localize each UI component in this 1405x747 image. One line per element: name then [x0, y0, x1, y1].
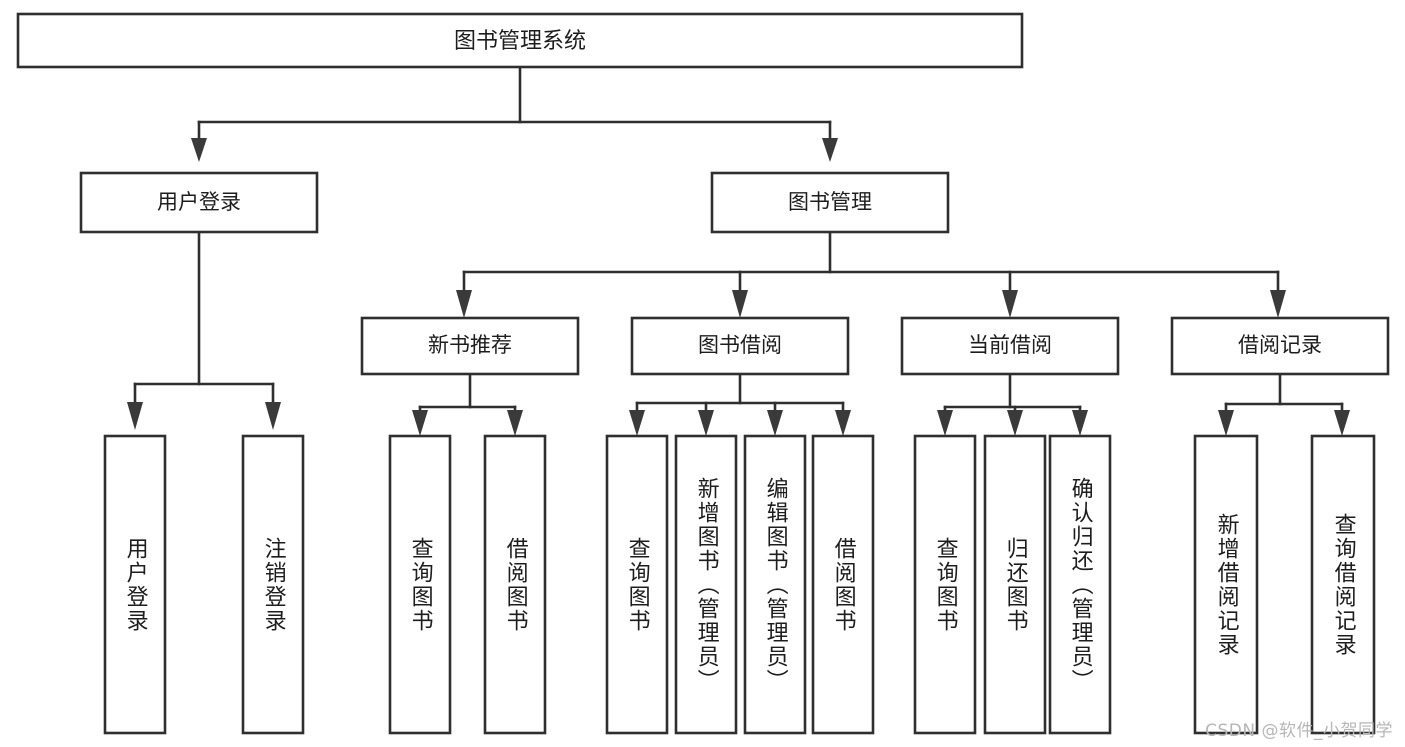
- arrow-head-icon: [732, 290, 748, 318]
- node-label-current-borrow: 当前借阅: [968, 333, 1052, 357]
- arrow-head-icon: [412, 410, 428, 436]
- node-box[interactable]: [710, 171, 950, 234]
- node-box[interactable]: [79, 171, 319, 234]
- leaf-label: 注销登录: [260, 536, 286, 633]
- leaf-new-book-borrow[interactable]: 借阅图书: [483, 434, 547, 735]
- leaf-label: 借阅图书: [502, 536, 528, 633]
- leaf-box[interactable]: [241, 434, 305, 735]
- leaf-book-borrow-query[interactable]: 查询图书: [605, 434, 669, 735]
- arrow-head-icon: [698, 410, 714, 436]
- arrow-head-icon: [456, 290, 472, 318]
- node-user-login[interactable]: 用户登录: [79, 171, 319, 234]
- leaf-book-borrow-edit[interactable]: 编辑图书（管理员）: [743, 434, 807, 735]
- arrow-head-icon: [507, 410, 523, 436]
- node-book-borrow[interactable]: 图书借阅: [630, 316, 850, 376]
- edge-layer: [127, 65, 1350, 436]
- arrow-head-icon: [822, 138, 838, 162]
- leaf-current-borrow-return[interactable]: 归还图书: [983, 434, 1047, 735]
- node-label-borrow-record: 借阅记录: [1238, 333, 1322, 357]
- leaf-box[interactable]: [983, 434, 1047, 735]
- arrow-head-icon: [1072, 410, 1088, 436]
- node-root-system[interactable]: 图书管理系统: [16, 12, 1024, 69]
- leaf-box[interactable]: [605, 434, 669, 735]
- leaf-box[interactable]: [1310, 434, 1376, 735]
- leaf-box[interactable]: [913, 434, 977, 735]
- leaf-box[interactable]: [388, 434, 452, 735]
- node-box[interactable]: [360, 316, 580, 376]
- arrow-head-icon: [265, 402, 281, 430]
- leaf-borrow-record-add[interactable]: 新增借阅记录: [1193, 434, 1259, 735]
- leaf-new-book-query[interactable]: 查询图书: [388, 434, 452, 735]
- arrow-head-icon: [1007, 410, 1023, 436]
- leaf-label: 归还图书: [1002, 536, 1028, 633]
- node-label-new-book-recommend: 新书推荐: [428, 333, 512, 357]
- node-label-book-management: 图书管理: [788, 190, 872, 214]
- leaf-label: 用户登录: [122, 536, 148, 633]
- node-borrow-record[interactable]: 借阅记录: [1170, 316, 1390, 376]
- leaf-box[interactable]: [1048, 434, 1112, 735]
- node-book-management[interactable]: 图书管理: [710, 171, 950, 234]
- node-new-book-recommend[interactable]: 新书推荐: [360, 316, 580, 376]
- node-current-borrow[interactable]: 当前借阅: [900, 316, 1120, 376]
- leaf-box[interactable]: [743, 434, 807, 735]
- node-box[interactable]: [900, 316, 1120, 376]
- node-label-book-borrow: 图书借阅: [698, 333, 782, 357]
- arrow-head-icon: [767, 410, 783, 436]
- leaf-label: 新增图书（管理员）: [693, 476, 719, 693]
- leaf-label: 编辑图书（管理员）: [762, 476, 788, 693]
- leaf-box[interactable]: [103, 434, 167, 735]
- arrow-head-icon: [937, 410, 953, 436]
- arrow-head-icon: [1218, 410, 1234, 436]
- leaf-label: 查询借阅记录: [1330, 512, 1356, 657]
- leaf-box[interactable]: [1193, 434, 1259, 735]
- leaf-book-borrow-borrow[interactable]: 借阅图书: [811, 434, 875, 735]
- arrow-head-icon: [127, 402, 143, 430]
- leaf-box[interactable]: [483, 434, 547, 735]
- leaf-current-borrow-query[interactable]: 查询图书: [913, 434, 977, 735]
- leaf-label: 借阅图书: [830, 536, 856, 633]
- leaf-label: 查询图书: [932, 536, 958, 633]
- arrow-head-icon: [1270, 290, 1286, 318]
- leaf-current-borrow-confirm[interactable]: 确认归还（管理员）: [1048, 434, 1112, 735]
- leaf-borrow-record-query[interactable]: 查询借阅记录: [1310, 434, 1376, 735]
- leaf-label: 确认归还（管理员）: [1067, 476, 1093, 693]
- node-label-root: 图书管理系统: [454, 29, 586, 54]
- node-box[interactable]: [630, 316, 850, 376]
- arrow-head-icon: [835, 410, 851, 436]
- arrow-head-icon: [191, 138, 207, 162]
- leaf-label: 新增借阅记录: [1213, 512, 1239, 657]
- leaf-user-login-login[interactable]: 用户登录: [103, 434, 167, 735]
- leaf-label: 查询图书: [624, 536, 650, 633]
- leaf-user-login-logout[interactable]: 注销登录: [241, 434, 305, 735]
- node-label-user-login: 用户登录: [157, 190, 241, 214]
- node-box[interactable]: [16, 12, 1024, 69]
- arrow-head-icon: [629, 410, 645, 436]
- leaf-box[interactable]: [674, 434, 738, 735]
- leaf-book-borrow-add[interactable]: 新增图书（管理员）: [674, 434, 738, 735]
- arrow-head-icon: [1002, 290, 1018, 318]
- node-box[interactable]: [1170, 316, 1390, 376]
- leaf-box[interactable]: [811, 434, 875, 735]
- leaf-label: 查询图书: [407, 536, 433, 633]
- arrow-head-icon: [1334, 410, 1350, 436]
